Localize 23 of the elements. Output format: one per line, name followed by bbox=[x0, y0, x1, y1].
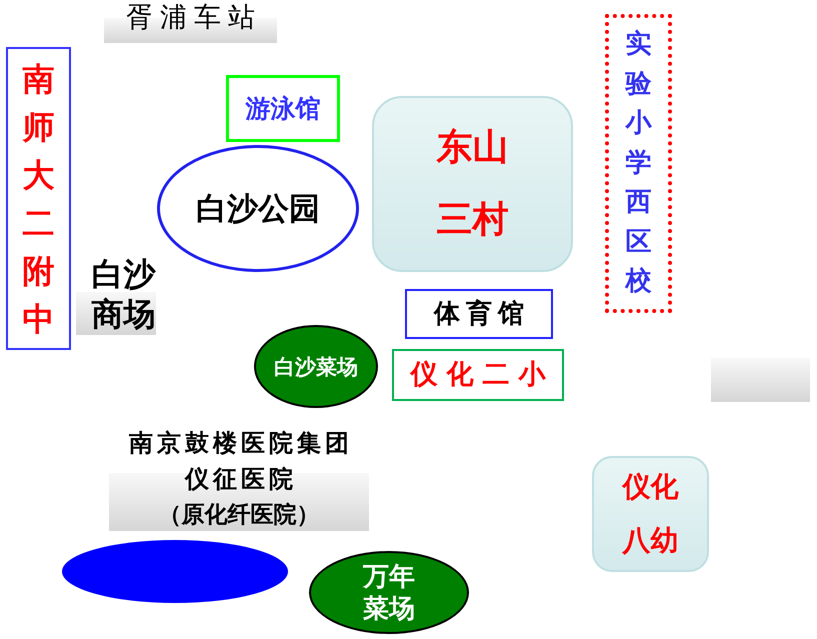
place-name: 万年菜场 bbox=[362, 560, 416, 624]
place-name: 体育馆 bbox=[432, 298, 530, 330]
outlined-box bbox=[405, 289, 553, 339]
label-band bbox=[711, 358, 810, 402]
place-name: 胥浦车站 bbox=[125, 1, 262, 34]
place-name: 实验小学西区校 bbox=[624, 28, 653, 298]
note-text: （原化纤医院） bbox=[158, 500, 320, 530]
place-name: 仪化八幼 bbox=[621, 469, 680, 559]
place-name: 东山三村 bbox=[435, 126, 510, 242]
place-name: 白沙公园 bbox=[196, 190, 320, 228]
place-name: 白沙商场 bbox=[91, 254, 156, 334]
place-name: 游泳馆 bbox=[246, 92, 320, 124]
place-name: 仪化二小 bbox=[408, 358, 554, 392]
label-band bbox=[104, 0, 277, 43]
rounded-box bbox=[372, 96, 573, 272]
place-name: 白沙菜场 bbox=[274, 354, 358, 380]
rounded-box bbox=[592, 456, 709, 572]
outlined-box bbox=[6, 47, 71, 350]
place-name: 南京鼓楼医院集团仪征医院 bbox=[128, 427, 354, 495]
outlined-box bbox=[226, 75, 340, 142]
outlined-box bbox=[392, 349, 564, 401]
outlined-box bbox=[605, 14, 672, 313]
place-name: 南师大二附中 bbox=[21, 58, 56, 340]
